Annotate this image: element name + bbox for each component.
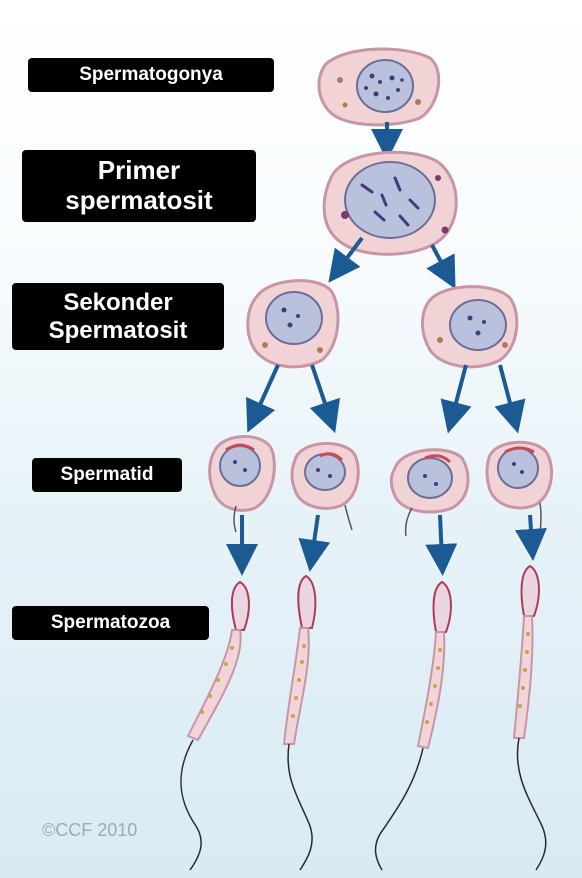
arrow <box>312 515 318 556</box>
nucleus <box>450 300 506 350</box>
spermatozoon-1 <box>181 582 249 870</box>
cell-spermatid-4 <box>487 442 552 532</box>
arrow <box>530 515 532 545</box>
copyright-text: ©CCF 2010 <box>42 820 137 841</box>
arrow <box>312 365 330 418</box>
nucleus <box>357 60 413 112</box>
cell-spermatogonium <box>319 49 439 125</box>
arrow <box>440 515 442 560</box>
cell-primary-spermatocyte <box>324 152 456 254</box>
cell-spermatid-2 <box>292 444 358 530</box>
cell-secondary-spermatocyte-right <box>423 287 517 367</box>
cell-secondary-spermatocyte-left <box>248 281 338 367</box>
spermatozoon-3 <box>376 582 451 870</box>
spermatozoon-2 <box>284 576 315 870</box>
arrow <box>452 365 466 418</box>
cell-spermatid-3 <box>391 450 468 536</box>
nucleus <box>266 292 322 344</box>
arrow <box>432 245 448 275</box>
nucleus <box>345 162 435 238</box>
spermatozoon-4 <box>514 566 546 870</box>
arrow <box>500 365 514 418</box>
arrow <box>254 365 278 418</box>
